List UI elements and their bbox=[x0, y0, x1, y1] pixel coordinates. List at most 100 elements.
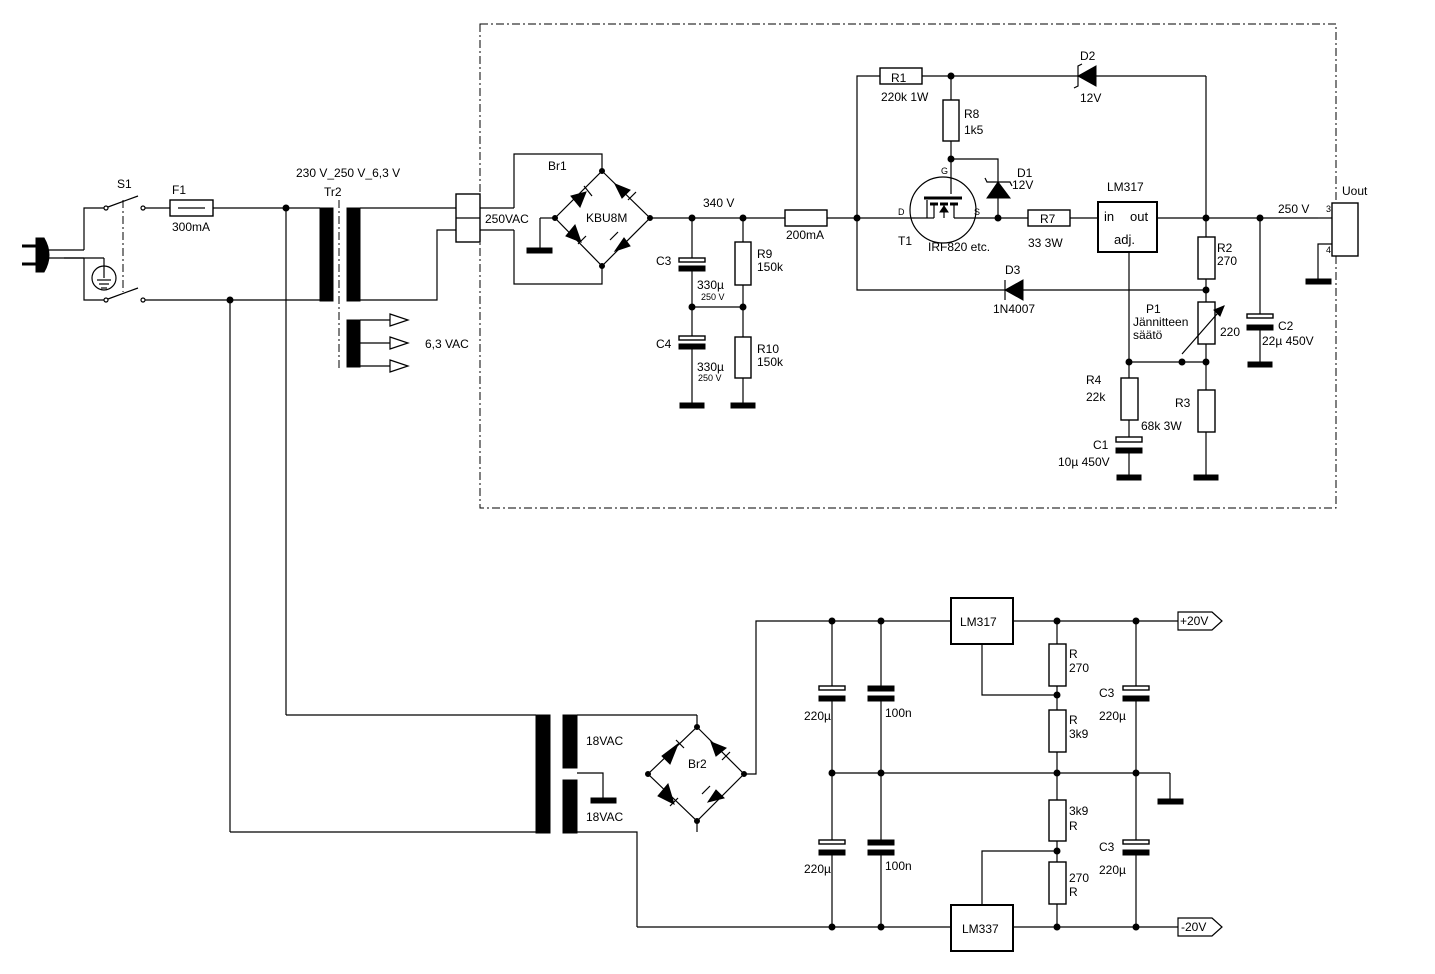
resistor-r10 bbox=[734, 336, 752, 379]
r270-neg-value: 270 bbox=[1069, 871, 1089, 885]
tr2-secondary-winding bbox=[346, 207, 361, 302]
resistor-3k9-pos bbox=[1048, 709, 1067, 753]
secondary-18vac-lower: 18VAC bbox=[586, 810, 623, 824]
tr2-primary-winding bbox=[319, 207, 334, 302]
lm337-label: LM337 bbox=[962, 922, 999, 936]
r4-value: 22k bbox=[1086, 390, 1106, 404]
cap-100n-pos: 100n bbox=[885, 706, 912, 720]
hv-board-outline bbox=[479, 23, 1337, 509]
output-connector bbox=[1331, 202, 1359, 257]
pin3-label: 3 bbox=[1326, 204, 1331, 214]
resistor-r3 bbox=[1197, 389, 1216, 433]
regulator-lm337 bbox=[950, 904, 1014, 952]
resistor-270-neg bbox=[1048, 861, 1067, 905]
br1-label: Br1 bbox=[548, 159, 567, 173]
r270-pos-value: 270 bbox=[1069, 661, 1089, 675]
regulator-lm317-lv bbox=[950, 597, 1014, 645]
r10-value: 150k bbox=[757, 355, 784, 369]
rail-340v-label: 340 V bbox=[703, 196, 734, 210]
c3-neg-label: C3 bbox=[1099, 840, 1115, 854]
r1-value: 220k 1W bbox=[881, 90, 929, 104]
c1-value: 10µ 450V bbox=[1058, 455, 1110, 469]
hv-ac-label: 250VAC bbox=[485, 212, 529, 226]
r3k9-neg-label: R bbox=[1069, 819, 1078, 833]
tr2-label: Tr2 bbox=[324, 185, 342, 199]
br2-diodes bbox=[657, 739, 731, 807]
c1-label: C1 bbox=[1093, 438, 1109, 452]
f1-label: F1 bbox=[172, 183, 186, 197]
t1-label: T1 bbox=[898, 234, 912, 248]
f1-value: 300mA bbox=[172, 220, 210, 234]
output-voltage-label: 250 V bbox=[1278, 202, 1309, 216]
t1-part: IRF820 etc. bbox=[928, 240, 990, 254]
r8-value: 1k5 bbox=[964, 123, 984, 137]
resistor-r8 bbox=[942, 99, 960, 142]
tr3-primary-winding bbox=[535, 714, 551, 834]
pin4-label: 4 bbox=[1326, 245, 1331, 255]
zener-d1 bbox=[986, 181, 1011, 199]
r9-value: 150k bbox=[757, 260, 784, 274]
resistor-r4 bbox=[1120, 377, 1139, 421]
r10-label: R10 bbox=[757, 342, 779, 356]
lm317-lv-label: LM317 bbox=[960, 615, 997, 629]
r270-pos-label: R bbox=[1069, 647, 1078, 661]
minus20v-terminal bbox=[1177, 917, 1223, 937]
tr3-secondary-upper bbox=[562, 714, 578, 769]
c4-voltage: 250 V bbox=[698, 373, 722, 383]
regulator-lm317-hv bbox=[1097, 201, 1158, 253]
resistor-3k9-neg bbox=[1048, 799, 1067, 842]
tr3-secondary-lower bbox=[562, 779, 578, 834]
c3-neg-value: 220µ bbox=[1099, 863, 1126, 877]
secondary-18vac-upper: 18VAC bbox=[586, 734, 623, 748]
br1-diodes bbox=[565, 183, 637, 252]
r3-value: 68k 3W bbox=[1141, 419, 1182, 433]
resistor-270-pos bbox=[1048, 643, 1067, 687]
r9-label: R9 bbox=[757, 247, 773, 261]
mains-plug-icon bbox=[22, 237, 84, 273]
reg-in-pin: in bbox=[1104, 209, 1114, 224]
heater-voltage-label: 6,3 VAC bbox=[425, 337, 469, 351]
c2-label: C2 bbox=[1278, 319, 1294, 333]
r1-label: R1 bbox=[891, 71, 907, 85]
resistor-r2 bbox=[1197, 236, 1216, 280]
mains-switch-s1 bbox=[83, 195, 146, 303]
c3-value: 330µ bbox=[697, 278, 724, 292]
p1-description-2: säätö bbox=[1133, 328, 1163, 342]
minus20v-label: -20V bbox=[1181, 920, 1206, 934]
c3-voltage: 250 V bbox=[701, 292, 725, 302]
resistor-r9 bbox=[734, 241, 752, 286]
c3-pos-label: C3 bbox=[1099, 686, 1115, 700]
ground-icon bbox=[526, 247, 553, 254]
plus20v-label: +20V bbox=[1180, 614, 1208, 628]
fuse2-value: 200mA bbox=[786, 228, 824, 242]
c4-value: 330µ bbox=[697, 360, 724, 374]
br1-part: KBU8M bbox=[586, 211, 627, 225]
d2-value: 12V bbox=[1080, 91, 1101, 105]
plus20v-terminal bbox=[1177, 611, 1223, 631]
tr2-spec: 230 V_250 V_6,3 V bbox=[296, 166, 400, 180]
uout-label: Uout bbox=[1342, 184, 1368, 198]
d3-value: 1N4007 bbox=[993, 302, 1035, 316]
tr2-heater-winding bbox=[346, 319, 361, 368]
r7-value: 33 3W bbox=[1028, 236, 1063, 250]
r2-label: R2 bbox=[1217, 241, 1233, 255]
c3-pos-value: 220µ bbox=[1099, 709, 1126, 723]
cap-220u-neg: 220µ bbox=[804, 862, 831, 876]
d1-value: 12V bbox=[1012, 178, 1033, 192]
cap-220u-pos: 220µ bbox=[804, 709, 831, 723]
r4-label: R4 bbox=[1086, 373, 1102, 387]
ground-icon-lv bbox=[1157, 798, 1184, 805]
potentiometer-p1 bbox=[1197, 301, 1216, 345]
p1-value: 220 bbox=[1220, 325, 1240, 339]
drain-pin-label: D bbox=[898, 207, 905, 217]
d1-label: D1 bbox=[1017, 166, 1033, 180]
s1-label: S1 bbox=[117, 177, 132, 191]
diode-d3 bbox=[1003, 279, 1024, 301]
reg-out-pin: out bbox=[1130, 209, 1148, 224]
r8-label: R8 bbox=[964, 107, 980, 121]
zener-d2 bbox=[1076, 65, 1097, 87]
source-pin-label: S bbox=[974, 207, 980, 217]
bridge-br2 bbox=[647, 726, 745, 822]
r3-label: R3 bbox=[1175, 396, 1191, 410]
c4-label: C4 bbox=[656, 337, 672, 351]
